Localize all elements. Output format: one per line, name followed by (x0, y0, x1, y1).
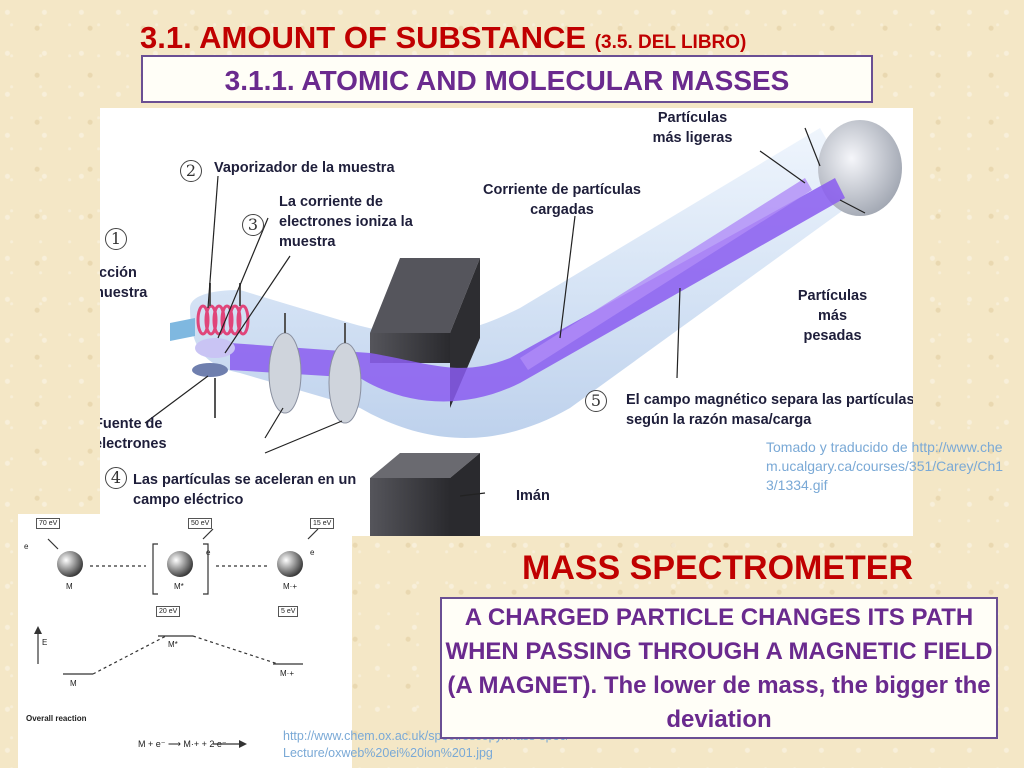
heavier-particles-label: Partículas más pesadas (797, 288, 868, 344)
molecule-ball (277, 551, 303, 577)
species-label: M (70, 679, 77, 688)
page-title: 3.1. AMOUNT OF SUBSTANCE (3.5. DEL LIBRO… (140, 20, 900, 56)
reaction-equation: M + e⁻ ⟶ M·+ + 2 e⁻ (138, 739, 227, 749)
energy-box: 50 eV (188, 518, 213, 529)
step-number-1: 1 (105, 228, 127, 250)
diagram-credit-text: Tomado y traducido de http://www.chem.uc… (766, 439, 1004, 493)
ionization-energy-diagram: 70 eV 50 eV 15 eV 20 eV 5 eV e e e M M* … (18, 514, 352, 768)
diagram-credit: Tomado y traducido de http://www.chem.uc… (766, 438, 1011, 495)
accelerator-plate (328, 342, 362, 424)
injection-label-text: Inyección de muestra (100, 265, 148, 301)
species-label: M (66, 582, 73, 591)
species-label: M* (168, 640, 178, 649)
light-beam (520, 178, 812, 370)
accelerate-label: Las partículas se aceleran en un campo e… (133, 472, 357, 508)
step-number-2: 2 (180, 160, 202, 182)
electron-label: e (24, 542, 29, 551)
accelerator-plate (268, 332, 302, 414)
magnet-label: Imán (516, 488, 550, 504)
energy-box: 5 eV (278, 606, 299, 617)
electron-label: e (310, 548, 315, 557)
stream-label: Corriente de partículas cargadas (483, 182, 641, 218)
injection-pipe (170, 318, 195, 341)
step-number-3: 3 (242, 214, 264, 236)
energy-axis-label: E (42, 638, 48, 647)
magnet-lower (370, 453, 480, 478)
energy-illustration (34, 528, 319, 748)
title-main: 3.1. AMOUNT OF SUBSTANCE (140, 20, 587, 55)
molecule-ball (57, 551, 83, 577)
energy-box: 20 eV (156, 606, 181, 617)
magnet-upper (370, 258, 480, 333)
mass-spectrometer-diagram: 2 Vaporizador de la muestra 3 La corrien… (100, 108, 913, 536)
overall-reaction-label: Overall reaction (26, 714, 87, 723)
step-number-5: 5 (585, 390, 607, 412)
species-label: M* (174, 582, 184, 591)
energy-box: 15 eV (310, 518, 335, 529)
injection-label: Inyección de muestra (100, 263, 150, 303)
energy-box: 70 eV (36, 518, 61, 529)
molecule-ball (167, 551, 193, 577)
section-subtitle: 3.1.1. ATOMIC AND MOLECULAR MASSES (141, 55, 873, 103)
electron-label: e (206, 548, 211, 557)
step-number-4: 4 (105, 467, 127, 489)
vaporizer-label: Vaporizador de la muestra (214, 160, 395, 176)
title-suffix: (3.5. DEL LIBRO) (594, 32, 747, 53)
magnetic-field-label: El campo magnético separa las partículas… (626, 392, 913, 428)
electron-source-label: Fuente de electrones (100, 416, 167, 452)
lighter-particles-label: Partículas más ligeras (652, 110, 733, 146)
summary-box: A CHARGED PARTICLE CHANGES ITS PATH WHEN… (440, 597, 998, 739)
species-label: M·+ (283, 582, 297, 591)
apparatus-illustration (144, 120, 902, 536)
mass-spectrometer-title: MASS SPECTROMETER (522, 549, 914, 587)
electron-source (192, 363, 228, 377)
species-label: M·+ (280, 669, 294, 678)
ionize-label: La corriente de electrones ioniza la mue… (279, 194, 413, 250)
